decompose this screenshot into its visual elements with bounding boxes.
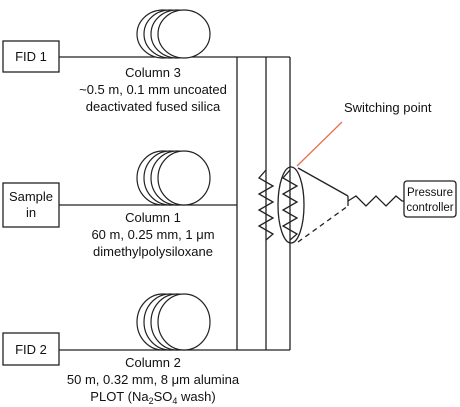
column2-line2-prefix: PLOT (Na — [90, 389, 149, 404]
column2-spec-line1: 50 m, 0.32 mm, 8 μm alumina — [67, 372, 240, 387]
valve-flow-dashed — [297, 205, 349, 243]
column1-spec-line1: 60 m, 0.25 mm, 1 μm — [91, 227, 214, 242]
switching-valve — [277, 166, 305, 244]
column2-line2-sub2: 4 — [172, 396, 177, 406]
pressure-restrictor-zigzag — [347, 195, 404, 207]
column2-coil — [136, 293, 211, 351]
fid1-label: FID 1 — [15, 49, 47, 64]
column2-line2-mid: SO — [154, 389, 173, 404]
column1-coil — [136, 150, 211, 206]
restrictor-zigzag-left — [257, 169, 275, 241]
column2-title: Column 2 — [125, 355, 181, 370]
valve-flow-solid — [297, 167, 349, 197]
column3-spec-line2: deactivated fused silica — [86, 99, 221, 114]
sample-label-line2: in — [26, 205, 36, 220]
pressure-label-line2: controller — [406, 202, 453, 214]
switching-point-label: Switching point — [344, 100, 432, 115]
column3-coil — [136, 9, 211, 59]
column1-title: Column 1 — [125, 210, 181, 225]
column2-line2-suffix: wash) — [177, 389, 215, 404]
column2-line2-sub1: 2 — [149, 396, 154, 406]
pressure-label-line1: Pressure — [407, 187, 453, 199]
column1-spec-line2: dimethylpolysiloxane — [93, 244, 213, 259]
switching-point-pointer — [296, 121, 343, 167]
restrictor-zigzag-right — [281, 169, 299, 241]
fid2-box — [2, 332, 60, 366]
pressure-controller-box — [403, 180, 457, 218]
column3-spec-line1: ~0.5 m, 0.1 mm uncoated — [79, 82, 227, 97]
sample-label-line1: Sample — [9, 189, 53, 204]
column3-title: Column 3 — [125, 65, 181, 80]
column2-spec-line2: PLOT (Na2SO4 wash) — [90, 389, 215, 406]
sample-in-box — [2, 182, 60, 228]
fid1-box — [2, 40, 60, 73]
fid2-label: FID 2 — [15, 342, 47, 357]
